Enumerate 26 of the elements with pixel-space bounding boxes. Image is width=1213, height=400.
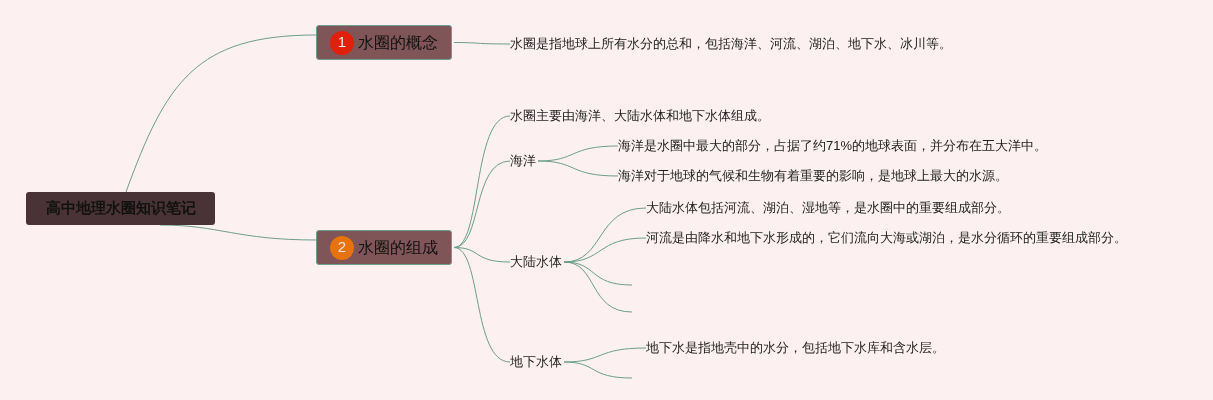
number-badge: 1 (330, 30, 354, 55)
branch-text: 水圈主要由海洋、大陆水体和地下水体组成。 (510, 106, 770, 126)
branch-text: 海洋是水圈中最大的部分，占据了约71%的地球表面，并分布在五大洋中。 (618, 136, 1048, 156)
connector-line (563, 261, 633, 313)
branch-text: 大陆水体包括河流、湖泊、湿地等，是水圈中的重要组成部分。 (646, 198, 1010, 218)
connector-line (159, 224, 317, 241)
branch-text: 河流是由降水和地下水形成的，它们流向大海或湖泊，是水分循环的重要组成部分。 (646, 228, 1138, 248)
connector-line (563, 261, 633, 286)
number-badge: 2 (330, 235, 354, 260)
connector-line (453, 160, 511, 248)
branch-text: 海洋对于地球的气候和生物有着重要的影响，是地球上最大的水源。 (618, 166, 1008, 186)
topic-box (316, 25, 452, 60)
branch-text: 海洋 (510, 151, 536, 171)
connector-line (453, 42, 511, 45)
branch-text: 地下水体 (510, 352, 562, 372)
branch-text: 水圈是指地球上所有水分的总和，包括海洋、河流、湖泊、地下水、冰川等。 (510, 34, 952, 54)
root-topic-box: 高中地理水圈知识笔记 (26, 192, 215, 225)
topic-text: 水圈的概念 (358, 32, 438, 53)
connector-line (125, 34, 317, 193)
topic-box (316, 230, 452, 265)
branch-text: 地下水是指地壳中的水分，包括地下水库和含水层。 (646, 338, 945, 358)
branch-text: 大陆水体 (510, 252, 562, 272)
connector-line (453, 247, 511, 363)
connector-line (537, 160, 619, 177)
connector-line (563, 361, 633, 379)
topic-text: 水圈的组成 (358, 237, 438, 258)
